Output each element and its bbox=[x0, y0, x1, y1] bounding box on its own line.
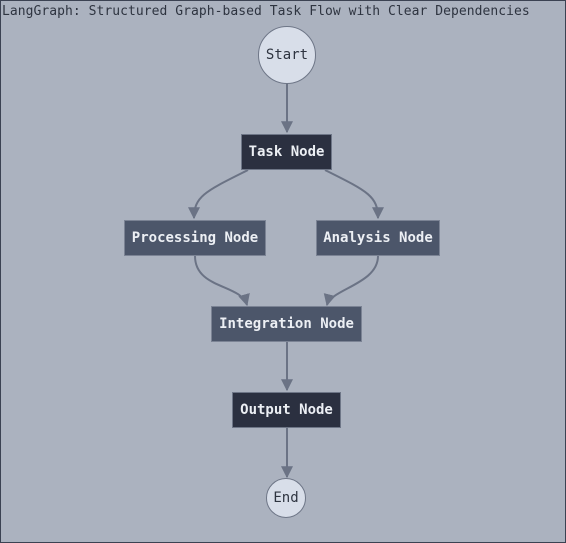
output-node[interactable]: Output Node bbox=[232, 392, 341, 428]
edge-processing-to-integration bbox=[194, 255, 250, 307]
start-node[interactable]: Start bbox=[258, 26, 316, 84]
analysis-node-label: Analysis Node bbox=[323, 230, 433, 246]
start-node-label: Start bbox=[265, 47, 309, 63]
integration-node[interactable]: Integration Node bbox=[211, 306, 362, 342]
edge-task-to-processing bbox=[188, 169, 249, 220]
integration-node-label: Integration Node bbox=[219, 316, 354, 332]
end-node[interactable]: End bbox=[266, 478, 306, 518]
analysis-node[interactable]: Analysis Node bbox=[316, 220, 440, 256]
task-node-label: Task Node bbox=[248, 144, 325, 160]
diagram-title: LangGraph: Structured Graph-based Task F… bbox=[2, 4, 530, 19]
edge-analysis-to-integration bbox=[323, 255, 379, 307]
end-node-label: End bbox=[273, 490, 299, 506]
output-node-label: Output Node bbox=[240, 402, 333, 418]
processing-node[interactable]: Processing Node bbox=[124, 220, 266, 256]
processing-node-label: Processing Node bbox=[131, 230, 259, 246]
edge-task-to-analysis bbox=[324, 169, 384, 220]
task-node[interactable]: Task Node bbox=[241, 134, 332, 170]
